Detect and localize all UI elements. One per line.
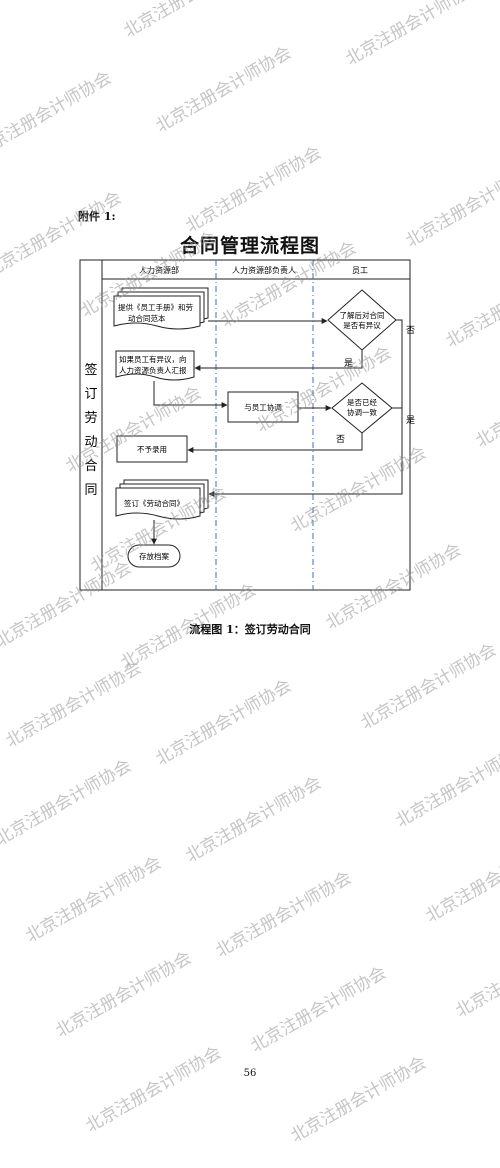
edge-label-yes-2: 是 xyxy=(406,415,415,426)
edge-report-to-coordinate xyxy=(153,381,228,408)
edge-label-no-2: 否 xyxy=(336,434,345,445)
node-coordinate: 与员工协调 xyxy=(227,391,299,423)
side-label-char-2: 劳 xyxy=(84,410,97,426)
node-no-hire: 不予录用 xyxy=(116,435,188,463)
node-sign-contract-text: 签订《劳动合同》 xyxy=(124,498,184,508)
side-label-char-5: 同 xyxy=(84,483,97,498)
node-objection-report-line2: 人力资源负责人汇报 xyxy=(119,365,187,375)
edge-label-no-1: 否 xyxy=(406,325,415,336)
node-provide-handbook-line1: 提供《员工手册》和劳 xyxy=(118,302,193,312)
decision-agreed-line1: 是否已经 xyxy=(347,397,377,407)
side-label-char-4: 合 xyxy=(84,459,97,474)
diagram-frame xyxy=(79,259,411,591)
page-number: 56 xyxy=(243,1068,257,1079)
lane-header-employee: 员工 xyxy=(352,266,368,275)
node-coordinate-text: 与员工协调 xyxy=(244,402,282,412)
node-archive: 存放档案 xyxy=(127,544,181,568)
node-provide-handbook-line2: 动合同范本 xyxy=(128,313,166,323)
side-label-char-3: 动 xyxy=(84,435,97,450)
lane-header-hr-head: 人力资源部负责人 xyxy=(232,265,296,275)
side-label-char-1: 订 xyxy=(84,387,97,402)
node-sign-contract: 签订《劳动合同》 xyxy=(115,479,209,520)
node-objection-report: 如果员工有异议，向 人力资源负责人汇报 xyxy=(115,350,195,381)
edge-agreed-no xyxy=(187,433,363,453)
decision-agreed-line2: 协调一致 xyxy=(347,407,377,417)
decision-objection-line2: 是否有异议 xyxy=(343,320,381,330)
diagram-caption: 流程图 1：签订劳动合同 xyxy=(189,623,311,636)
lane-header-hr: 人力资源部 xyxy=(139,265,179,275)
edges xyxy=(151,318,403,545)
decision-objection: 了解后对合同 是否有异议 xyxy=(327,289,397,351)
node-no-hire-text: 不予录用 xyxy=(137,445,167,454)
node-provide-handbook: 提供《员工手册》和劳 动合同范本 xyxy=(113,287,209,330)
diagram-title: 合同管理流程图 xyxy=(179,235,320,257)
side-label-char-0: 签 xyxy=(84,362,97,378)
edge-objection-no xyxy=(208,319,403,497)
decision-objection-line1: 了解后对合同 xyxy=(340,310,385,320)
node-archive-text: 存放档案 xyxy=(139,551,169,561)
edge-objection-yes xyxy=(194,350,363,371)
attachment-label: 附件 1: xyxy=(78,210,116,223)
node-objection-report-line1: 如果员工有异议，向 xyxy=(119,354,187,364)
edge-label-yes-1: 是 xyxy=(344,358,353,369)
decision-agreed: 是否已经 协调一致 xyxy=(331,382,393,434)
